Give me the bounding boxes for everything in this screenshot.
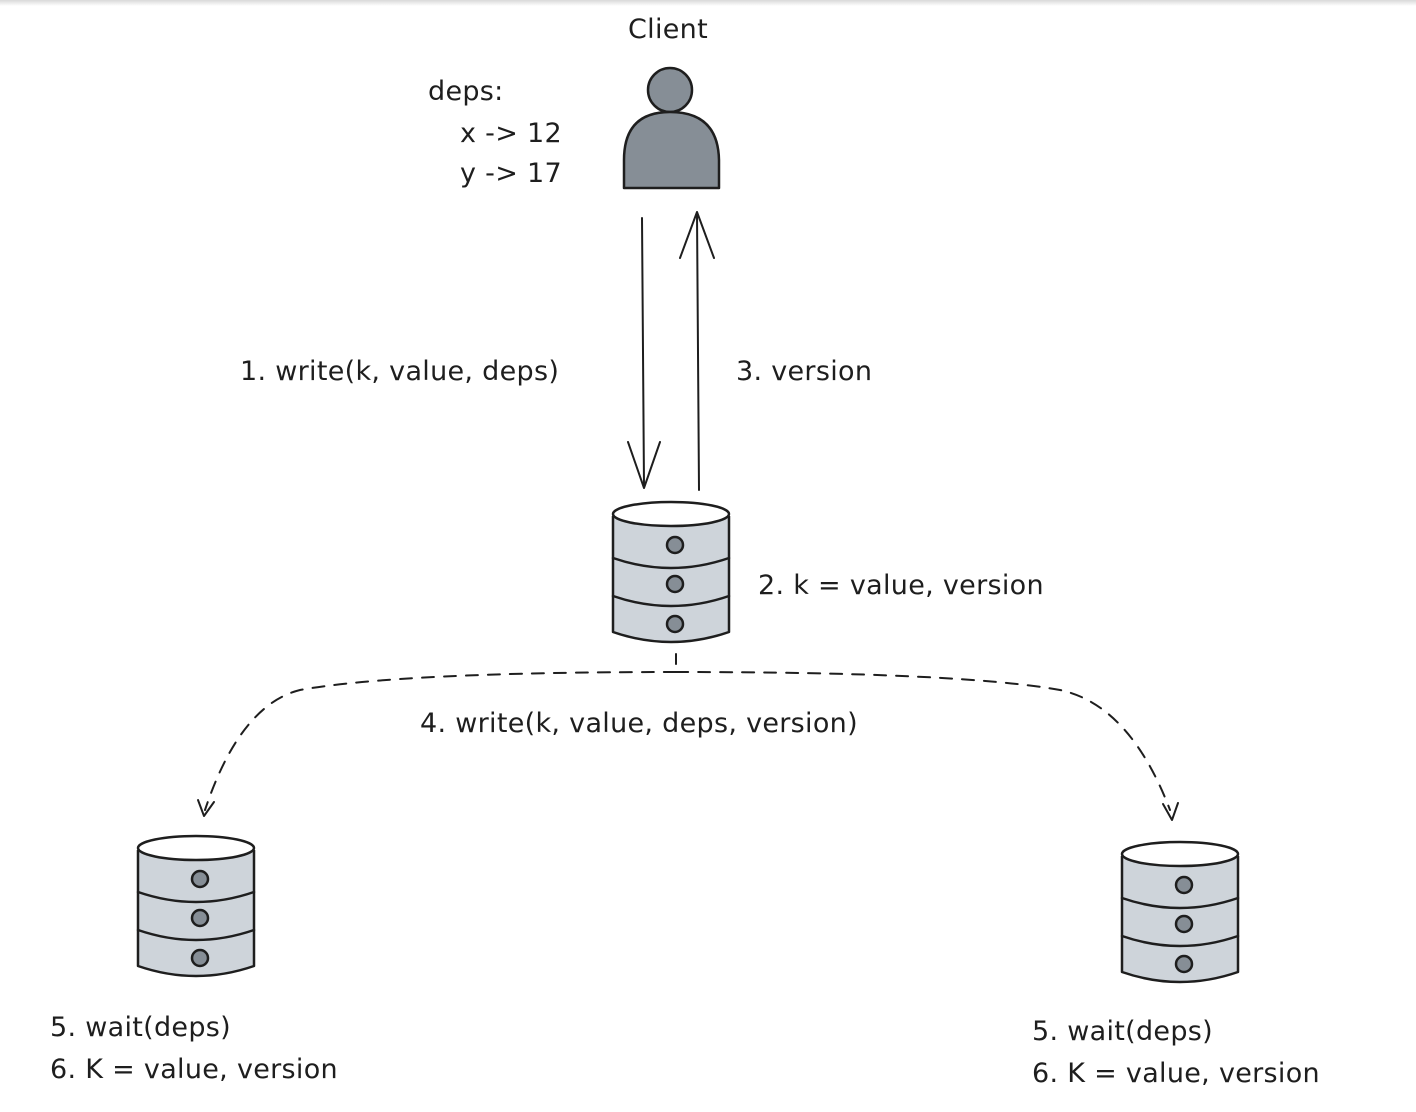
write-arrow-down [627,217,661,489]
replication-arrows [197,653,1179,821]
deps-label: deps: [428,76,504,107]
step-write-label: 1. write(k, value, deps) [240,356,559,387]
replica-left-database-icon [136,834,256,978]
top-edge-shadow [0,0,1416,6]
replica-left-wait: 5. wait(deps) [50,1012,231,1043]
replica-right-apply: 6. K = value, version [1032,1058,1320,1089]
replica-right-database-icon [1120,840,1240,984]
step-store-label: 2. k = value, version [758,570,1044,601]
deps-entry-y: y -> 17 [460,158,562,189]
step-replicate-label: 4. write(k, value, deps, version) [420,708,858,739]
primary-database-icon [611,500,731,644]
person-icon [622,66,721,190]
deps-entry-x: x -> 12 [460,118,562,149]
replica-right-wait: 5. wait(deps) [1032,1016,1213,1047]
version-arrow-up [679,211,715,491]
replica-left-steps: 5. wait(deps) 6. K = value, version [50,1012,338,1085]
replica-right-steps: 5. wait(deps) 6. K = value, version [1032,1016,1320,1089]
client-deps: deps: x -> 12 y -> 17 [428,76,562,189]
replica-left-apply: 6. K = value, version [50,1054,338,1085]
client-title: Client [628,14,708,45]
step-version-label: 3. version [736,356,872,387]
